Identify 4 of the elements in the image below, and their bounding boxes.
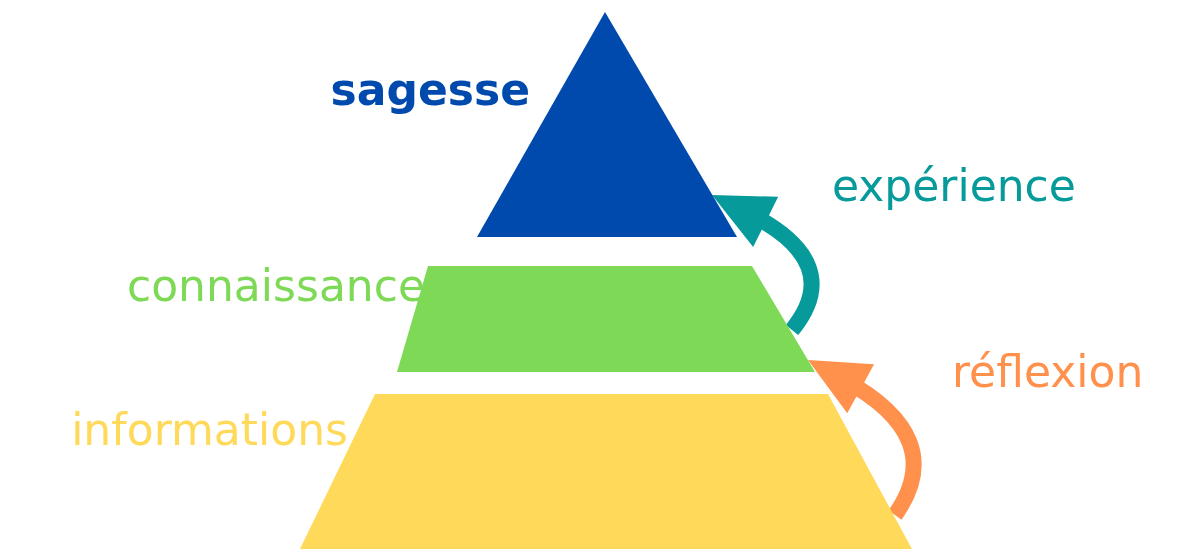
tier-label: informations	[71, 408, 348, 452]
tier-label: connaissance	[126, 264, 425, 308]
edge-label: expérience	[832, 164, 1076, 208]
tier-label: sagesse	[330, 68, 530, 112]
